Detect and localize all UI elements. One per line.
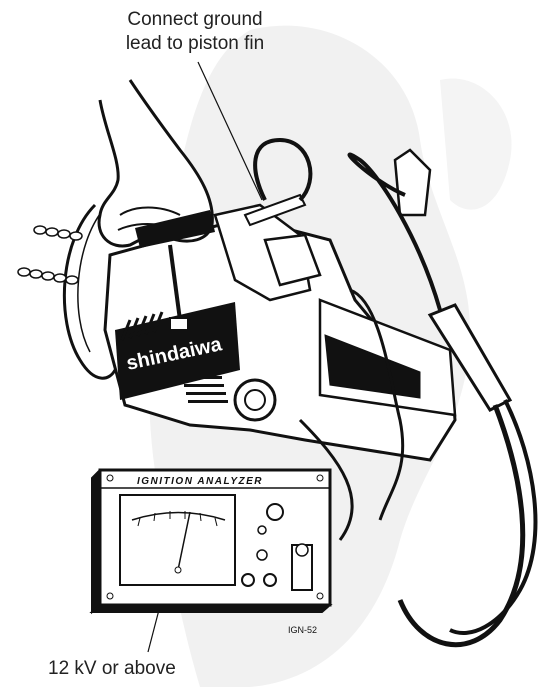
adjustment-slot — [170, 318, 188, 330]
analyzer-title: IGNITION ANALYZER — [137, 476, 263, 487]
analyzer-knob — [267, 504, 283, 520]
analyzer-side — [92, 470, 100, 612]
ignition-analyzer: IGNITION ANALYZER — [92, 470, 330, 612]
ground-lead-callout: Connect ground lead to piston fin — [95, 8, 295, 56]
plug-boot — [395, 150, 430, 215]
analyzer-base — [92, 605, 330, 612]
ground-callout-line1: Connect ground — [95, 8, 295, 32]
background-shadow-2 — [440, 78, 512, 209]
kv-callout: 12 kV or above — [48, 657, 248, 681]
jack-2 — [264, 574, 276, 586]
figure-code: IGN-52 — [288, 625, 317, 635]
jack-1 — [242, 574, 254, 586]
chain-fragment-lower — [18, 268, 78, 284]
chain-fragment-upper — [34, 226, 82, 240]
ground-callout-line2: lead to piston fin — [95, 32, 295, 56]
